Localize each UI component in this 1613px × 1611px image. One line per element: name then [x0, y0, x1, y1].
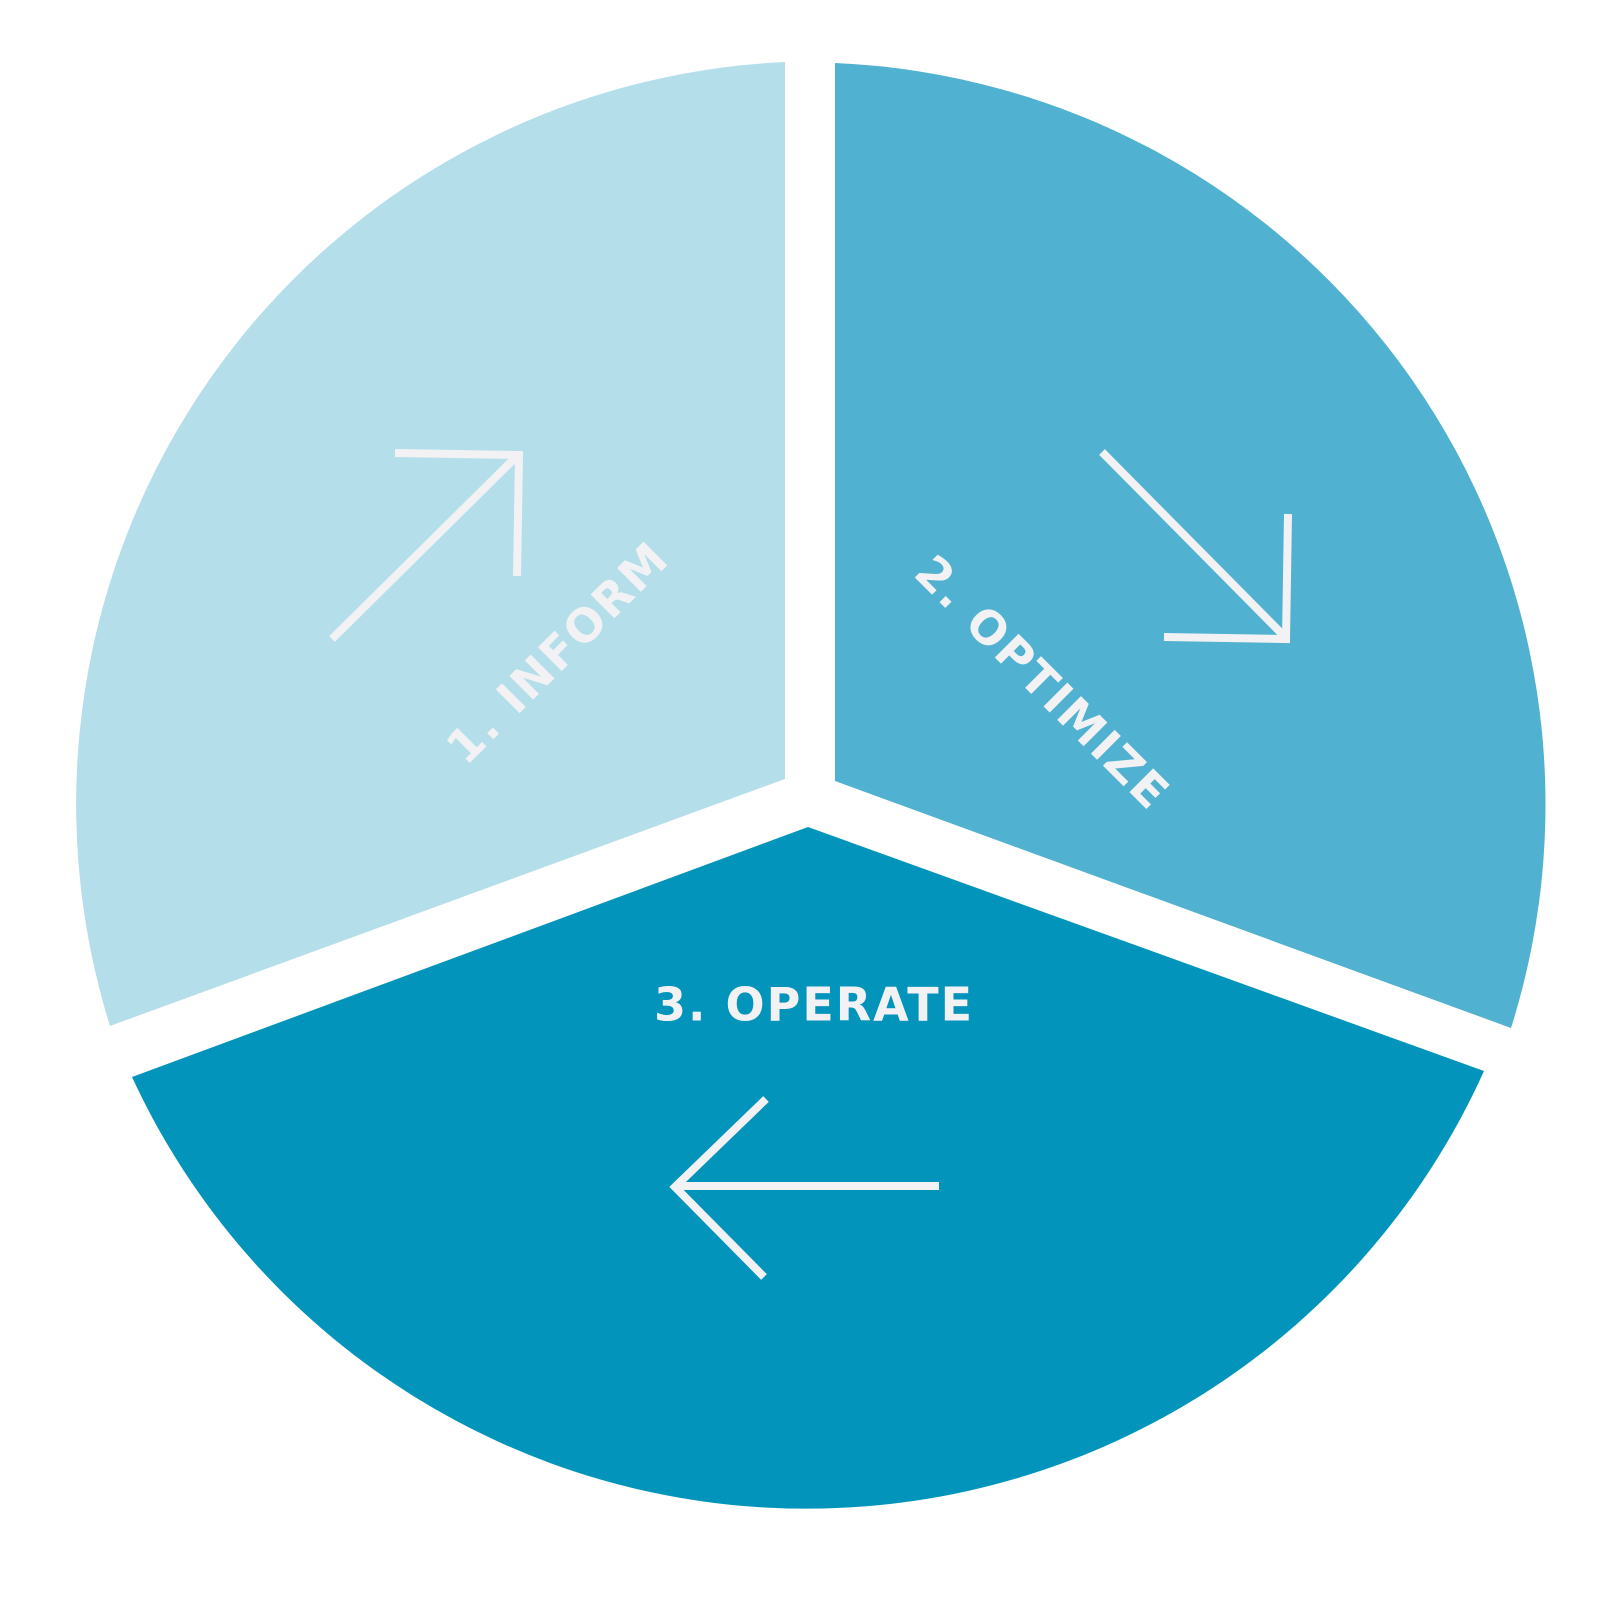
segment-inform: 1. INFORM	[76, 62, 785, 1026]
segment-operate-shape	[132, 827, 1484, 1509]
inform-arrow-icon	[329, 449, 524, 642]
segment-operate: 3. OPERATE	[132, 827, 1484, 1509]
optimize-arrow-icon	[1099, 449, 1292, 644]
segment-optimize: 2. OPTIMIZE	[835, 63, 1546, 1028]
segment-operate-label: 3. OPERATE	[654, 978, 974, 1032]
operate-arrow-icon	[669, 1096, 939, 1280]
